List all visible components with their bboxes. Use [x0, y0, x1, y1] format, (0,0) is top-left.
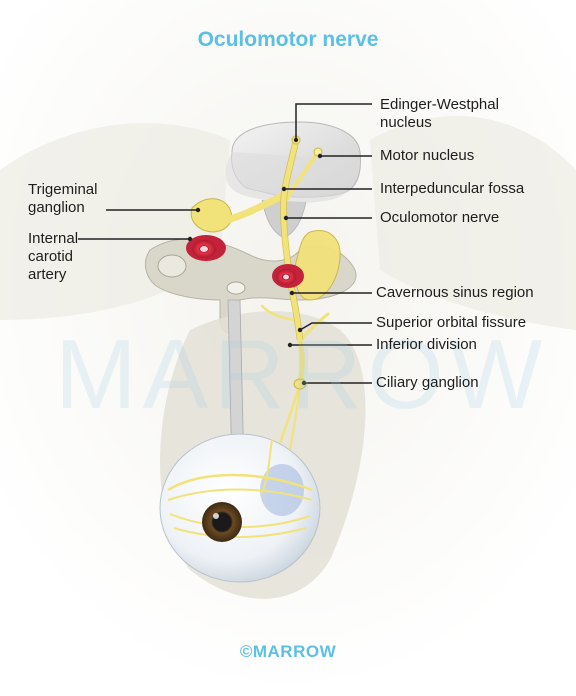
leader-lines — [78, 103, 372, 384]
label-cavernous-sinus-region: Cavernous sinus region — [376, 284, 534, 301]
label-trigeminal-line1: Trigeminal — [28, 181, 98, 198]
label-internal-carotid-line1: Internal — [28, 230, 79, 247]
internal-carotid-artery-left — [186, 235, 226, 261]
label-trigeminal-ganglion: Trigeminal ganglion — [28, 181, 97, 217]
cerebral-peduncle — [225, 152, 360, 203]
oculomotor-nerve-outline — [280, 139, 304, 341]
trigeminal-root — [208, 192, 286, 228]
label-edinger-westphal-line2: nucleus — [380, 114, 432, 131]
eyeball — [159, 433, 321, 583]
label-internal-carotid-line2: carotid — [28, 248, 74, 265]
watermark: MARROW — [55, 319, 549, 429]
label-edinger-westphal-nucleus: Edinger-Westphal nucleus — [380, 96, 499, 132]
anterior-clinoid — [157, 254, 187, 278]
label-inferior-division: Inferior division — [376, 336, 477, 353]
label-internal-carotid-line3: artery — [28, 266, 67, 283]
label-edinger-westphal-line1: Edinger-Westphal — [380, 96, 499, 113]
posterior-clinoid — [226, 281, 246, 295]
trigeminal-divisions — [294, 230, 341, 301]
label-interpeduncular-fossa: Interpeduncular fossa — [380, 180, 525, 197]
leader-dots — [187, 137, 323, 386]
copyright-footer: ©MARROW — [239, 642, 337, 661]
iris-pupil — [202, 502, 242, 542]
skull-shadow-right — [370, 116, 576, 330]
label-superior-orbital-fissure: Superior orbital fissure — [376, 314, 527, 331]
diagram-title: Oculomotor nerve — [197, 28, 379, 51]
label-trigeminal-line2: ganglion — [28, 199, 85, 216]
internal-carotid-artery-right — [272, 264, 304, 288]
label-internal-carotid-artery: Internal carotid artery — [28, 230, 78, 284]
label-motor-nucleus: Motor nucleus — [380, 147, 475, 164]
label-ciliary-ganglion: Ciliary ganglion — [376, 374, 479, 391]
label-oculomotor-nerve: Oculomotor nerve — [380, 209, 500, 226]
